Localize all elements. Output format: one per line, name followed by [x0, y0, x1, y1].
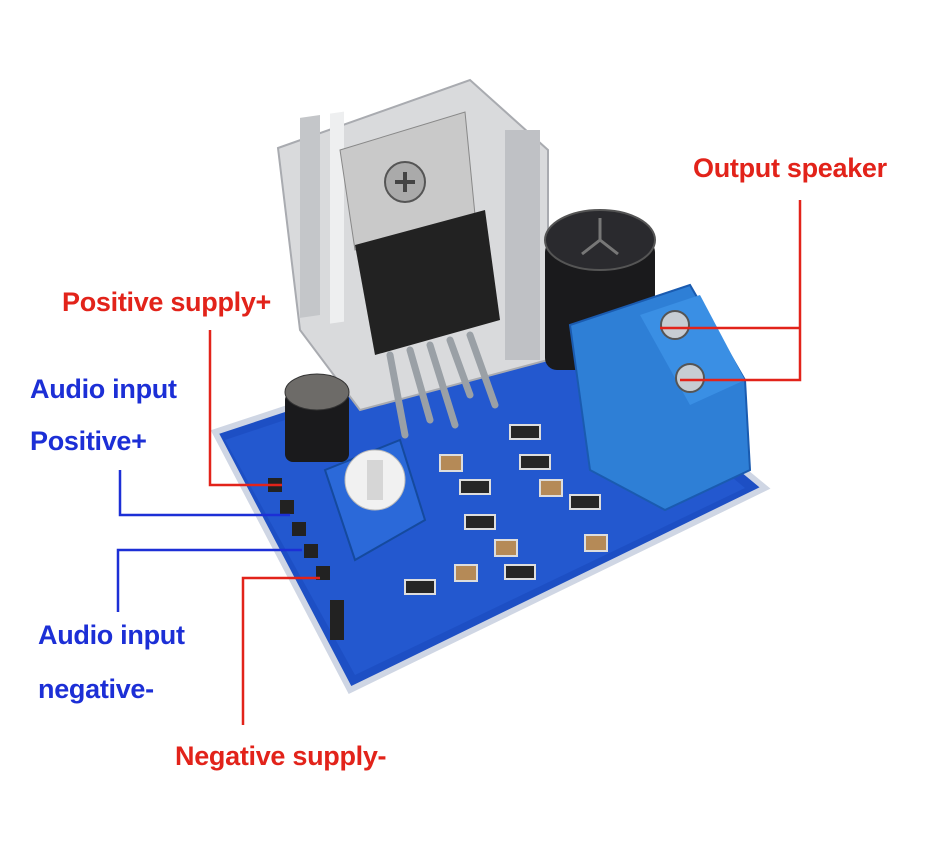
label-audio-input-negative-line2: negative- — [38, 674, 154, 704]
leader-negative-supply — [241, 576, 320, 725]
label-audio-input-positive-line1: Audio input — [30, 374, 177, 404]
smd-components — [404, 424, 608, 595]
label-audio-input-positive-line2: Positive+ — [30, 426, 147, 456]
electrolytic-capacitor-small — [284, 373, 350, 462]
label-negative-supply: Negative supply- — [175, 741, 387, 771]
label-audio-input-negative-line1: Audio input — [38, 620, 185, 650]
pin-header — [268, 478, 344, 640]
leader-audio-input-positive — [118, 470, 290, 517]
amplifier-ic — [339, 111, 500, 439]
leader-audio-input-negative — [116, 548, 302, 612]
leader-output-speaker — [680, 200, 802, 382]
label-positive-supply: Positive supply+ — [62, 287, 272, 317]
potentiometer — [323, 438, 427, 562]
leader-positive-supply — [208, 330, 282, 487]
terminal-block — [568, 283, 752, 512]
label-output-speaker: Output speaker — [693, 153, 887, 183]
